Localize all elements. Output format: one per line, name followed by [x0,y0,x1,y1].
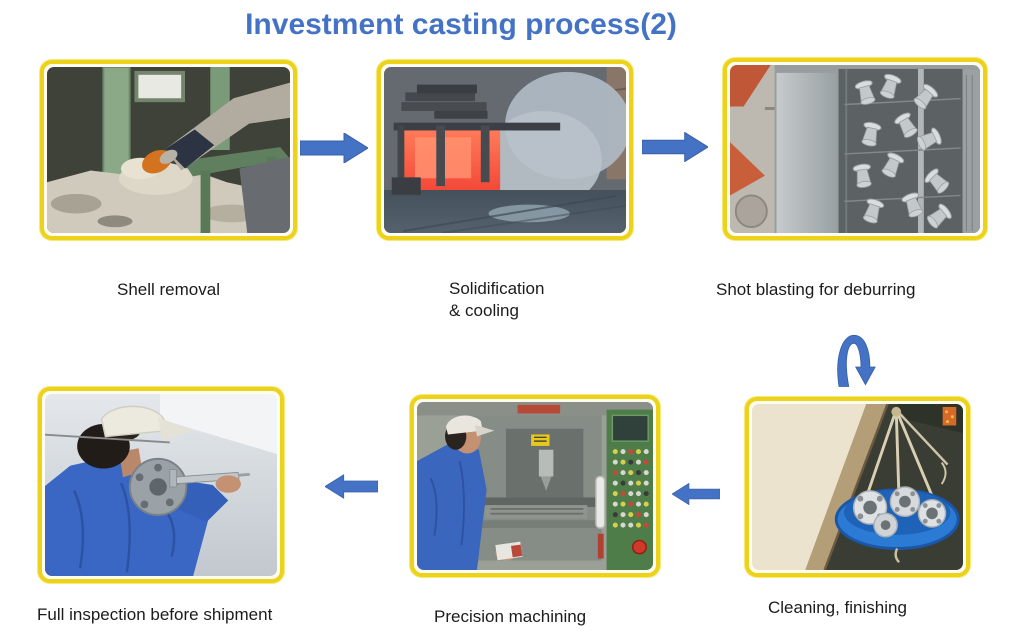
left-arrow-icon [672,482,720,506]
photo-precision-machining [410,395,660,577]
right-arrow-icon [642,132,708,162]
curved-down-arrow-icon [832,329,876,391]
right-arrow-icon [300,133,368,163]
caption-shot-blasting: Shot blasting for deburring [716,280,916,299]
caption-solidification-cooling: Solidification & cooling [449,279,545,320]
caption-cleaning-finishing: Cleaning, finishing [768,598,907,617]
precision-machining-illustration [417,402,653,570]
solidification-illustration [384,67,626,233]
shell-removal-illustration [47,67,290,233]
cleaning-illustration [752,404,963,570]
caption-shell-removal: Shell removal [117,280,220,299]
shot-blasting-illustration [730,65,980,233]
photo-shell-removal [40,60,297,240]
caption-full-inspection: Full inspection before shipment [37,605,273,624]
photo-cleaning-finishing [745,397,970,577]
caption-precision-machining: Precision machining [434,607,587,626]
photo-shot-blasting [723,58,987,240]
photo-solidification-cooling [377,60,633,240]
left-arrow-icon [325,473,378,500]
photo-full-inspection [38,387,284,583]
page-title: Investment casting process(2) [245,8,677,41]
inspection-illustration [45,394,277,576]
